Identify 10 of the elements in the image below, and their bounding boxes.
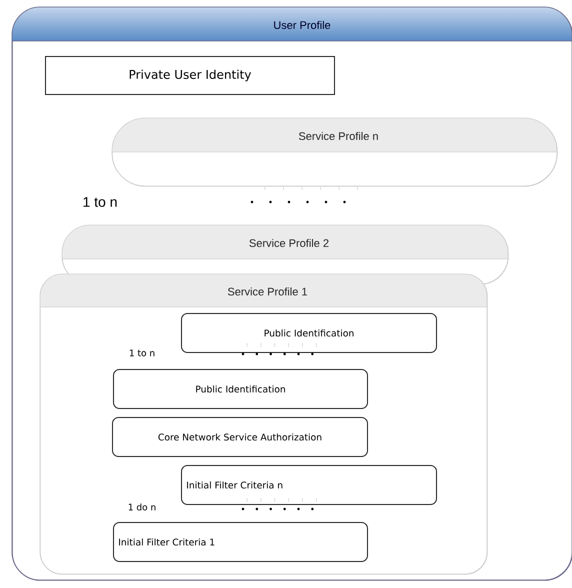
item-box: Core Network Service Authorization bbox=[112, 417, 368, 457]
item-box: Initial Filter Criteria 1 bbox=[113, 522, 368, 562]
item-box: Initial Filter Criteria n bbox=[181, 465, 437, 505]
multiplicity-label: 1 to n bbox=[84, 197, 117, 207]
profile-panel: Service Profile n bbox=[112, 118, 558, 187]
multiplicity-label: 1 to n bbox=[130, 350, 154, 356]
item-box: Public Identification bbox=[113, 369, 368, 409]
identity-box: Private User Identity bbox=[45, 56, 335, 95]
multiplicity-label: 1 do n bbox=[128, 504, 156, 510]
item-box: Public Identification bbox=[181, 313, 437, 353]
